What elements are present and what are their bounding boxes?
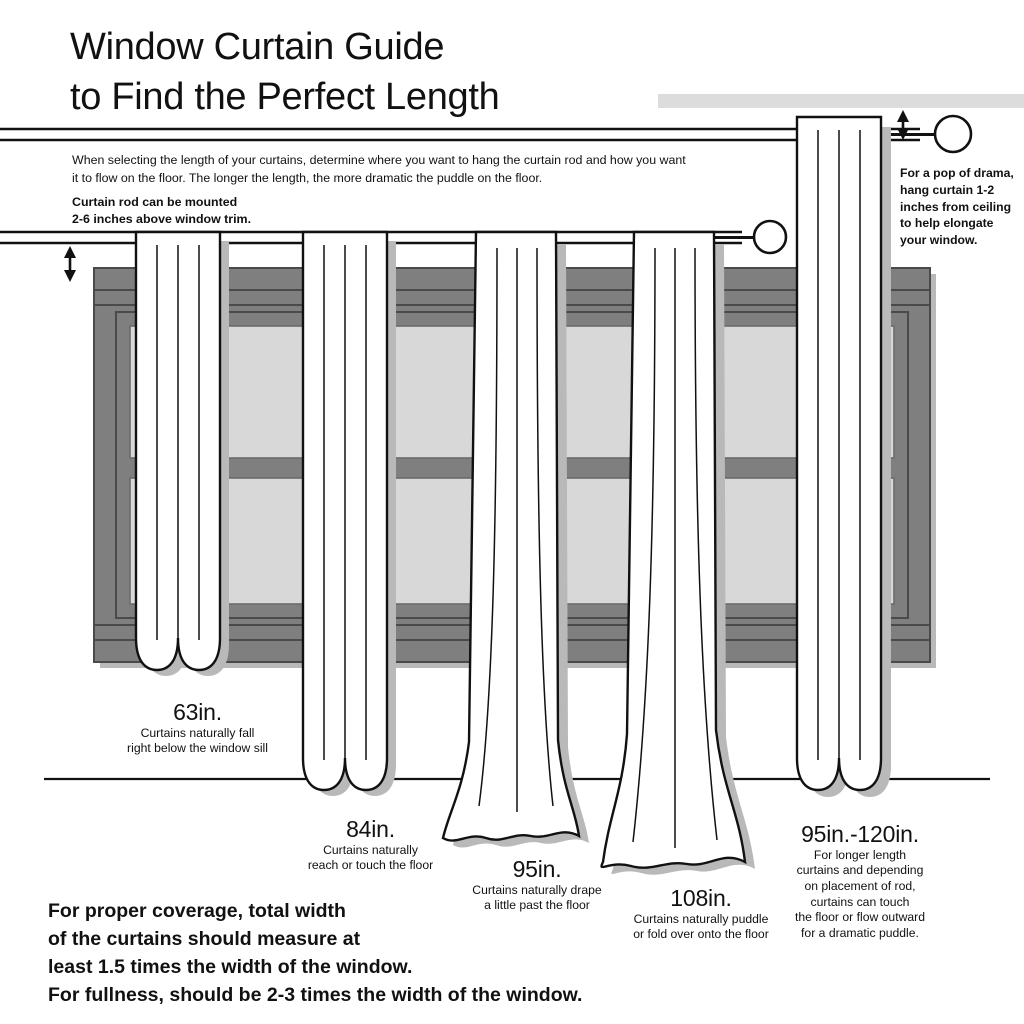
- label-108in-desc-line1: Curtains naturally puddle: [633, 911, 769, 926]
- label-63in: 63in. Curtains naturally fall right belo…: [85, 699, 310, 757]
- rod-mounting-note: Curtain rod can be mounted 2-6 inches ab…: [72, 194, 402, 229]
- footer-line4: For fullness, should be 2-3 times the wi…: [48, 983, 583, 1006]
- measure-arrow-ceiling-to-rod: [897, 110, 909, 140]
- upper-curtain-rod: [0, 114, 973, 154]
- label-95-120in-desc-line2: curtains and depending: [796, 863, 924, 878]
- label-95-120in-desc-line4: curtains can touch: [810, 894, 910, 909]
- label-95in-length: 95in.: [512, 856, 562, 882]
- label-84in-length: 84in.: [346, 816, 395, 842]
- label-84in-desc-line1: Curtains naturally: [323, 842, 418, 857]
- label-95in-desc-line1: Curtains naturally drape: [472, 882, 602, 897]
- intro-paragraph: When selecting the length of your curtai…: [72, 153, 686, 185]
- upper-rod-finial: [933, 114, 973, 154]
- curtain-panel-95-120in: [795, 115, 891, 797]
- label-84in-desc-line2: reach or touch the floor: [307, 858, 434, 873]
- label-108in: 108in. Curtains naturally puddle or fold…: [585, 885, 817, 943]
- label-63in-desc-line1: Curtains naturally fall: [140, 725, 255, 740]
- footer-line2: of the curtains should measure at: [48, 927, 361, 950]
- label-84in: 84in. Curtains naturally reach or touch …: [258, 816, 483, 874]
- footer-coverage-note: For proper coverage, total width of the …: [48, 898, 688, 1010]
- lower-rod-finial: [752, 219, 788, 255]
- label-95-120in-desc-line5: the floor or flow outward: [794, 910, 926, 925]
- label-95in: 95in. Curtains naturally drape a little …: [424, 856, 650, 914]
- label-63in-desc-line2: right below the window sill: [127, 741, 268, 756]
- curtain-panel-63in: [134, 230, 229, 676]
- measure-arrow-rod-to-trim: [64, 246, 76, 282]
- label-95-120in-desc-line6: for a dramatic puddle.: [801, 925, 919, 940]
- label-95-120in-desc-line1: For longer length: [813, 847, 907, 862]
- rod-mounting-note-line1: Curtain rod can be mounted: [72, 195, 238, 209]
- label-63in-length: 63in.: [173, 699, 222, 725]
- label-95-120in-length: 95in.-120in.: [801, 821, 919, 847]
- page-title-line2: to Find the Perfect Length: [70, 76, 500, 119]
- curtain-panel-95in: [441, 230, 589, 848]
- footer-line3: least 1.5 times the width of the window.: [48, 955, 413, 978]
- curtain-panel-108in: [600, 230, 755, 875]
- curtain-panel-84in: [301, 230, 396, 796]
- label-108in-desc-line2: or fold over onto the floor: [633, 927, 769, 942]
- label-95-120in-desc-line3: on placement of rod,: [804, 878, 916, 893]
- pop-of-drama-callout: For a pop of drama, hang curtain 1-2 inc…: [900, 166, 1014, 248]
- footer-line1: For proper coverage, total width: [48, 900, 346, 922]
- label-95-120in: 95in.-120in. For longer length curtains …: [762, 821, 958, 941]
- label-95in-desc-line2: a little past the floor: [484, 898, 590, 913]
- ceiling-bar: [658, 94, 1024, 108]
- page-title: Window Curtain Guide to Find the Perfect…: [70, 22, 710, 122]
- label-108in-length: 108in.: [670, 885, 732, 911]
- page-title-line1: Window Curtain Guide: [70, 26, 445, 68]
- rod-mounting-note-line2: 2-6 inches above window trim.: [72, 212, 252, 227]
